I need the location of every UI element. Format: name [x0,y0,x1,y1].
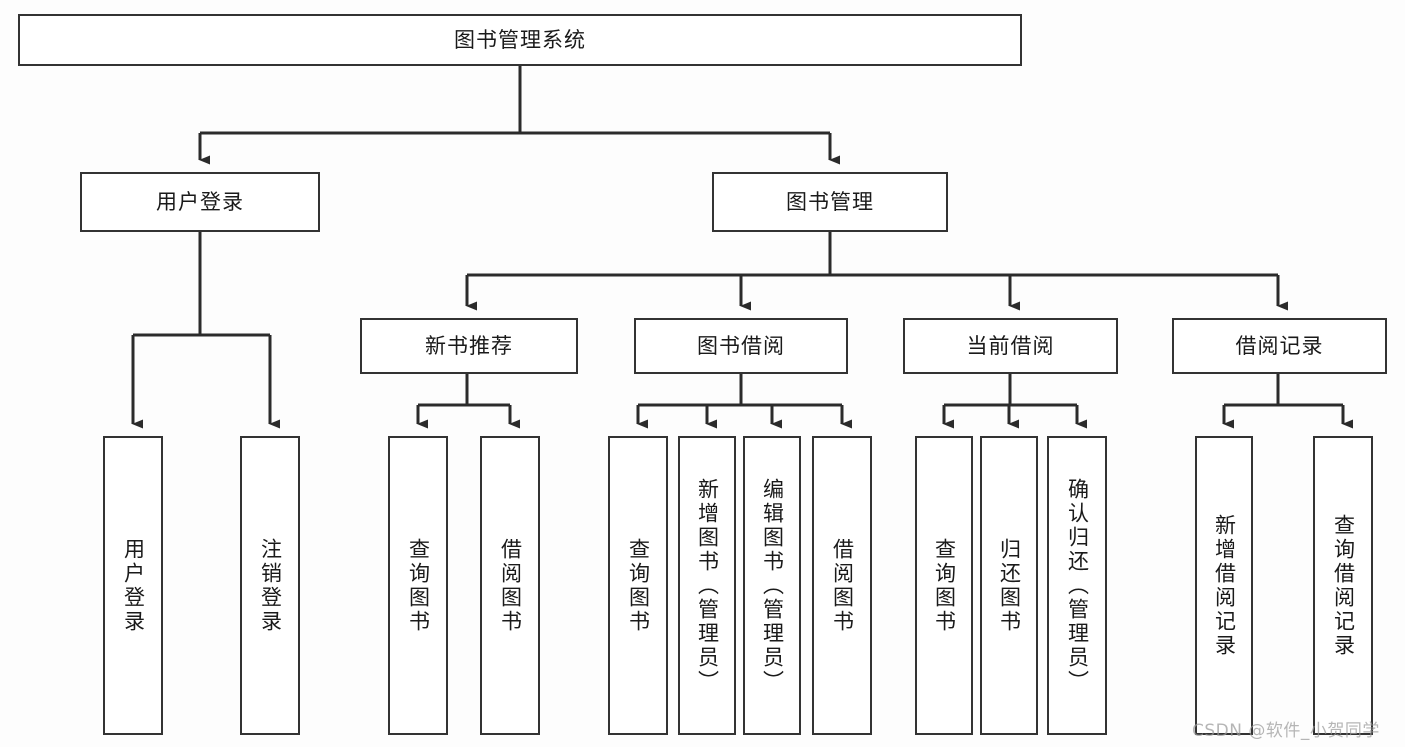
node-leaf-query-book-borrow[interactable]: 查询图书 [608,436,668,735]
csdn-watermark: CSDN @软件_小贺同学 [1192,721,1380,741]
node-leaf-confirm-return-label: 确认归还（管理员） [1065,477,1090,694]
node-root[interactable]: 图书管理系统 [18,14,1022,66]
node-new-book-recommend-label: 新书推荐 [425,333,513,358]
node-leaf-borrow-book-rec[interactable]: 借阅图书 [480,436,540,735]
node-leaf-return-book-label: 归还图书 [997,537,1022,634]
node-book-manage-label: 图书管理 [786,189,874,214]
node-leaf-edit-book-label: 编辑图书（管理员） [760,477,785,694]
node-leaf-query-record[interactable]: 查询借阅记录 [1313,436,1373,735]
node-leaf-confirm-return[interactable]: 确认归还（管理员） [1047,436,1107,735]
node-new-book-recommend[interactable]: 新书推荐 [360,318,578,374]
node-leaf-borrow-book-rec-label: 借阅图书 [498,537,523,634]
node-book-borrow-label: 图书借阅 [697,333,785,358]
node-root-label: 图书管理系统 [454,27,586,52]
node-user-login-label: 用户登录 [156,189,244,214]
node-leaf-add-record-label: 新增借阅记录 [1212,513,1237,658]
node-leaf-query-record-label: 查询借阅记录 [1331,513,1356,658]
node-leaf-return-book[interactable]: 归还图书 [980,436,1038,735]
node-leaf-add-book[interactable]: 新增图书（管理员） [678,436,736,735]
node-book-borrow[interactable]: 图书借阅 [634,318,848,374]
node-leaf-logout-label: 注销登录 [258,537,283,634]
node-borrow-record[interactable]: 借阅记录 [1172,318,1387,374]
node-book-manage[interactable]: 图书管理 [712,172,948,232]
node-leaf-add-record[interactable]: 新增借阅记录 [1195,436,1253,735]
node-leaf-query-book-borrow-label: 查询图书 [626,537,651,634]
node-leaf-user-login-label: 用户登录 [121,537,146,634]
node-user-login[interactable]: 用户登录 [80,172,320,232]
node-leaf-query-book-cur-label: 查询图书 [932,537,957,634]
node-leaf-edit-book[interactable]: 编辑图书（管理员） [743,436,801,735]
node-leaf-borrow-book-label: 借阅图书 [830,537,855,634]
node-current-borrow[interactable]: 当前借阅 [903,318,1118,374]
node-leaf-query-book-rec-label: 查询图书 [406,537,431,634]
node-borrow-record-label: 借阅记录 [1235,333,1324,358]
node-leaf-borrow-book[interactable]: 借阅图书 [812,436,872,735]
node-leaf-query-book-rec[interactable]: 查询图书 [388,436,448,735]
node-current-borrow-label: 当前借阅 [966,333,1055,358]
node-leaf-user-login[interactable]: 用户登录 [103,436,163,735]
node-leaf-add-book-label: 新增图书（管理员） [695,477,720,694]
node-leaf-query-book-cur[interactable]: 查询图书 [915,436,973,735]
node-leaf-logout[interactable]: 注销登录 [240,436,300,735]
